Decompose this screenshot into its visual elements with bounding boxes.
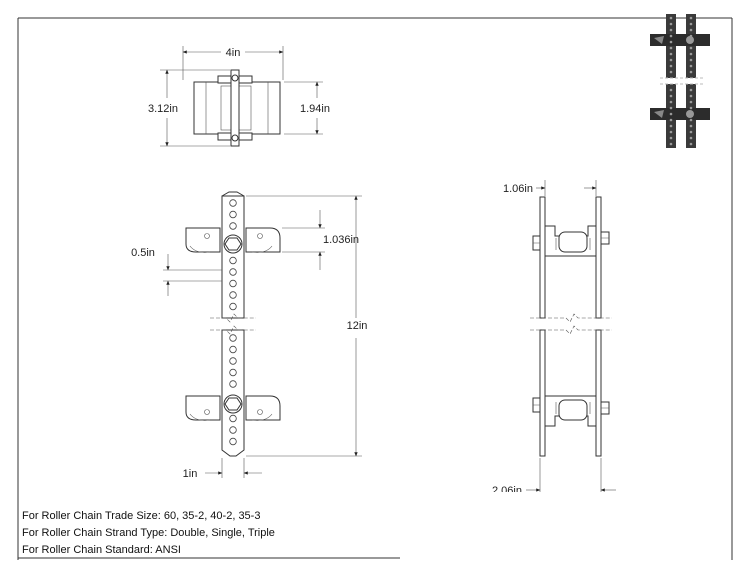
iso-hole bbox=[669, 70, 673, 74]
strip-hole bbox=[229, 199, 237, 207]
front-view bbox=[185, 191, 281, 457]
strip-hole bbox=[229, 426, 237, 434]
iso-hole bbox=[689, 130, 693, 134]
iso-hole bbox=[689, 28, 693, 32]
iso-hole bbox=[669, 88, 673, 92]
iso-hole bbox=[689, 100, 693, 104]
iso-hole bbox=[689, 58, 693, 62]
iso-hole bbox=[689, 34, 693, 38]
iso-hole bbox=[669, 94, 673, 98]
iso-hole bbox=[669, 124, 673, 128]
strip-hole bbox=[229, 380, 237, 388]
iso-hole bbox=[689, 124, 693, 128]
iso-hole bbox=[689, 112, 693, 116]
iso-hole bbox=[689, 40, 693, 44]
iso-hole bbox=[669, 136, 673, 140]
iso-hole bbox=[689, 94, 693, 98]
strip-hole bbox=[229, 357, 237, 365]
iso-hole bbox=[689, 106, 693, 110]
iso-hole bbox=[689, 136, 693, 140]
iso-hole bbox=[669, 64, 673, 68]
iso-hole bbox=[689, 88, 693, 92]
strip-hole bbox=[229, 345, 237, 354]
iso-hole bbox=[669, 106, 673, 110]
iso-hole bbox=[669, 28, 673, 32]
strip-hole bbox=[229, 222, 237, 230]
iso-hole bbox=[669, 34, 673, 38]
iso-hole bbox=[669, 130, 673, 134]
top-view bbox=[193, 69, 281, 147]
iso-hole bbox=[689, 118, 693, 122]
side-view bbox=[530, 196, 612, 457]
note-standard: For Roller Chain Standard: ANSI bbox=[22, 544, 181, 556]
iso-hole bbox=[669, 100, 673, 104]
strip-hole bbox=[229, 334, 237, 342]
strip-hole bbox=[229, 210, 237, 219]
strip-hole bbox=[229, 256, 237, 265]
iso-hole bbox=[689, 16, 693, 20]
front-view-dimensions bbox=[163, 195, 362, 478]
side-view-dimensions bbox=[526, 180, 616, 492]
strip-hole bbox=[229, 368, 237, 377]
notes-block: For Roller Chain Trade Size: 60, 35-2, 4… bbox=[22, 508, 275, 559]
dim-top-inner-height: 1.94in bbox=[300, 103, 330, 115]
iso-hole bbox=[669, 16, 673, 20]
iso-hole bbox=[669, 46, 673, 50]
strip-hole bbox=[229, 414, 237, 423]
iso-hole bbox=[689, 46, 693, 50]
iso-hole bbox=[689, 70, 693, 74]
iso-hole bbox=[669, 52, 673, 56]
iso-hole bbox=[669, 58, 673, 62]
strip-holes bbox=[229, 199, 237, 446]
iso-hole bbox=[689, 142, 693, 146]
iso-hole bbox=[689, 52, 693, 56]
strip-hole bbox=[229, 291, 237, 299]
dim-side-width: 1.06in bbox=[503, 183, 533, 195]
clip-mask bbox=[460, 492, 580, 506]
sheet-border bbox=[17, 17, 733, 560]
iso-hole bbox=[669, 112, 673, 116]
strip-hole bbox=[229, 437, 237, 446]
iso-hole bbox=[669, 22, 673, 26]
iso-thumbnail bbox=[650, 14, 710, 148]
dim-overall-length: 12in bbox=[347, 320, 368, 332]
iso-hole bbox=[669, 40, 673, 44]
dim-offset: 0.5in bbox=[131, 247, 155, 259]
iso-hole bbox=[689, 64, 693, 68]
dim-top-height: 3.12in bbox=[148, 103, 178, 115]
iso-hole bbox=[689, 22, 693, 26]
strip-hole bbox=[229, 268, 237, 276]
top-view-dimensions bbox=[160, 46, 323, 147]
iso-hole bbox=[669, 142, 673, 146]
note-trade-size: For Roller Chain Trade Size: 60, 35-2, 4… bbox=[22, 510, 261, 522]
note-strand-type: For Roller Chain Strand Type: Double, Si… bbox=[22, 527, 275, 539]
dim-hole-pitch: 1.036in bbox=[323, 234, 359, 246]
iso-hole bbox=[669, 118, 673, 122]
strip-hole bbox=[229, 279, 237, 288]
dim-top-width: 4in bbox=[226, 47, 241, 59]
strip-hole bbox=[229, 302, 237, 311]
dim-strip-width: 1in bbox=[183, 468, 198, 480]
